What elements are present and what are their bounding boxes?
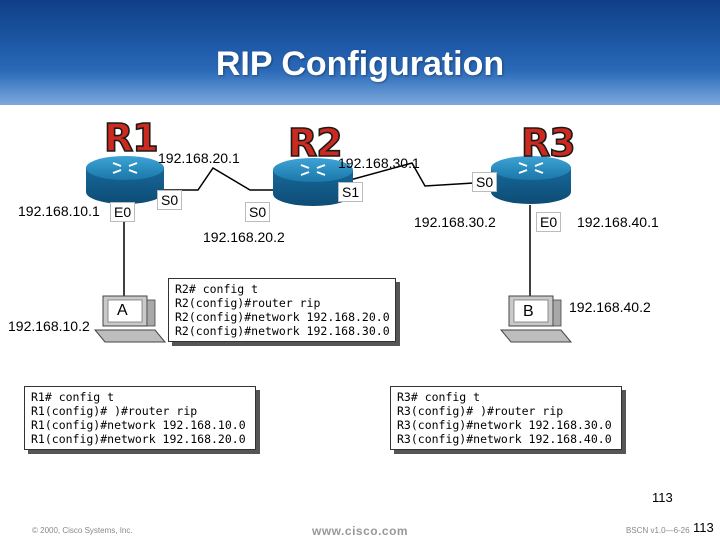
config-line: R1(config)#network 192.168.20.0: [31, 432, 246, 446]
page-number: 113: [652, 490, 673, 505]
slide-number: 113: [693, 520, 714, 535]
title-banner-glow: [0, 70, 720, 105]
config-line: R1(config)#network 192.168.10.0: [31, 418, 246, 432]
router-r2-icon: [273, 158, 353, 206]
title-banner: [0, 0, 720, 105]
r2-s0-address: 192.168.20.2: [203, 229, 285, 245]
r1-s0-address: 192.168.20.1: [158, 150, 240, 166]
config-line: R1(config)# )#router rip: [31, 404, 198, 418]
serial-link-r2-r3: [349, 162, 491, 187]
router-r2-label: R2: [287, 120, 343, 166]
config-line: R2(config)#router rip: [175, 296, 321, 310]
router-r1-icon: [86, 156, 164, 204]
website-text: www.cisco.com: [312, 524, 409, 538]
host-a-address: 192.168.10.2: [8, 318, 90, 334]
r2-s1-address: 192.168.30.1: [338, 155, 420, 171]
serial-link-r1-r2: [150, 166, 274, 191]
config-line: R3(config)# )#router rip: [397, 404, 564, 418]
r1-e0-address: 192.168.10.1: [18, 203, 100, 219]
r1-e0-interface: E0: [110, 202, 136, 222]
config-line: R2(config)#network 192.168.20.0: [175, 310, 390, 324]
config-line: R3# config t: [397, 390, 481, 404]
host-b-label: B: [523, 303, 534, 320]
r3-s0-interface: S0: [472, 172, 498, 192]
config-line: R2(config)#network 192.168.30.0: [175, 324, 390, 338]
r2-s0-interface: S0: [245, 202, 271, 222]
host-a-label: A: [117, 302, 128, 319]
config-line: R2# config t: [175, 282, 259, 296]
course-code: BSCN v1.0—6-26: [626, 526, 690, 535]
r3-e0-address: 192.168.40.1: [577, 214, 659, 230]
host-b-computer-icon: [499, 295, 573, 343]
config-line: R3(config)#network 192.168.30.0: [397, 418, 612, 432]
r3-e0-interface: E0: [536, 212, 562, 232]
config-line: R3(config)#network 192.168.40.0: [397, 432, 612, 446]
r1-s0-interface: S0: [157, 190, 183, 210]
r2-s1-interface: S1: [338, 182, 364, 202]
router-r3-label: R3: [520, 120, 576, 166]
copyright-text: © 2000, Cisco Systems, Inc.: [32, 526, 133, 535]
router-r3-icon: [491, 156, 571, 204]
r3-s0-address: 192.168.30.2: [414, 214, 496, 230]
r3-config-box: R3# config t R3(config)# )#router rip R3…: [390, 386, 622, 450]
slide-title: RIP Configuration: [215, 45, 505, 83]
host-a-computer-icon: [93, 295, 167, 343]
config-line: R1# config t: [31, 390, 115, 404]
r2-config-box: R2# config t R2(config)#router rip R2(co…: [168, 278, 396, 342]
r1-config-box: R1# config t R1(config)# )#router rip R1…: [24, 386, 256, 450]
router-r1-label: R1: [103, 115, 159, 161]
host-b-address: 192.168.40.2: [569, 299, 651, 315]
